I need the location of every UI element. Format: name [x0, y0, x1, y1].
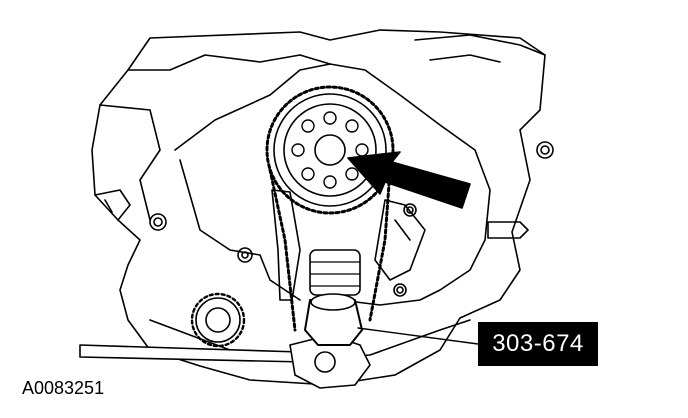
- left-bracket: [94, 189, 131, 221]
- bolts: [149, 141, 554, 297]
- sprocket-hub: [314, 134, 346, 166]
- front-cover-outline: [174, 63, 491, 306]
- chain-tensioner: [374, 199, 426, 281]
- chain-guide-left: [271, 189, 301, 301]
- wrench-drive: [314, 351, 336, 373]
- upper-right-head: [414, 34, 546, 63]
- sprocket-outer: [273, 93, 387, 207]
- left-block-edge: [99, 104, 161, 221]
- crankshaft-sprocket: [309, 249, 361, 296]
- timing-chain-upper: [265, 85, 395, 215]
- sprocket-holes: [291, 111, 369, 189]
- timing-chain-left-run: [268, 168, 297, 332]
- pointer-arrow-icon: [347, 151, 471, 209]
- wrench-handle: [79, 344, 306, 363]
- timing-chain-right-run: [368, 168, 392, 322]
- upper-cover-edge: [127, 54, 331, 71]
- socket-top: [310, 293, 356, 311]
- tool-number-callout: 303-674: [478, 322, 598, 366]
- sprocket-ring: [283, 103, 377, 197]
- figure-id-label: A0083251: [22, 378, 105, 398]
- callout-leader: [357, 327, 479, 345]
- right-stud: [487, 221, 529, 239]
- lower-left-gear: [190, 292, 246, 348]
- engine-block-outline: [91, 29, 546, 386]
- camshaft-sprocket: [273, 93, 387, 207]
- wrench-tool: [79, 293, 371, 389]
